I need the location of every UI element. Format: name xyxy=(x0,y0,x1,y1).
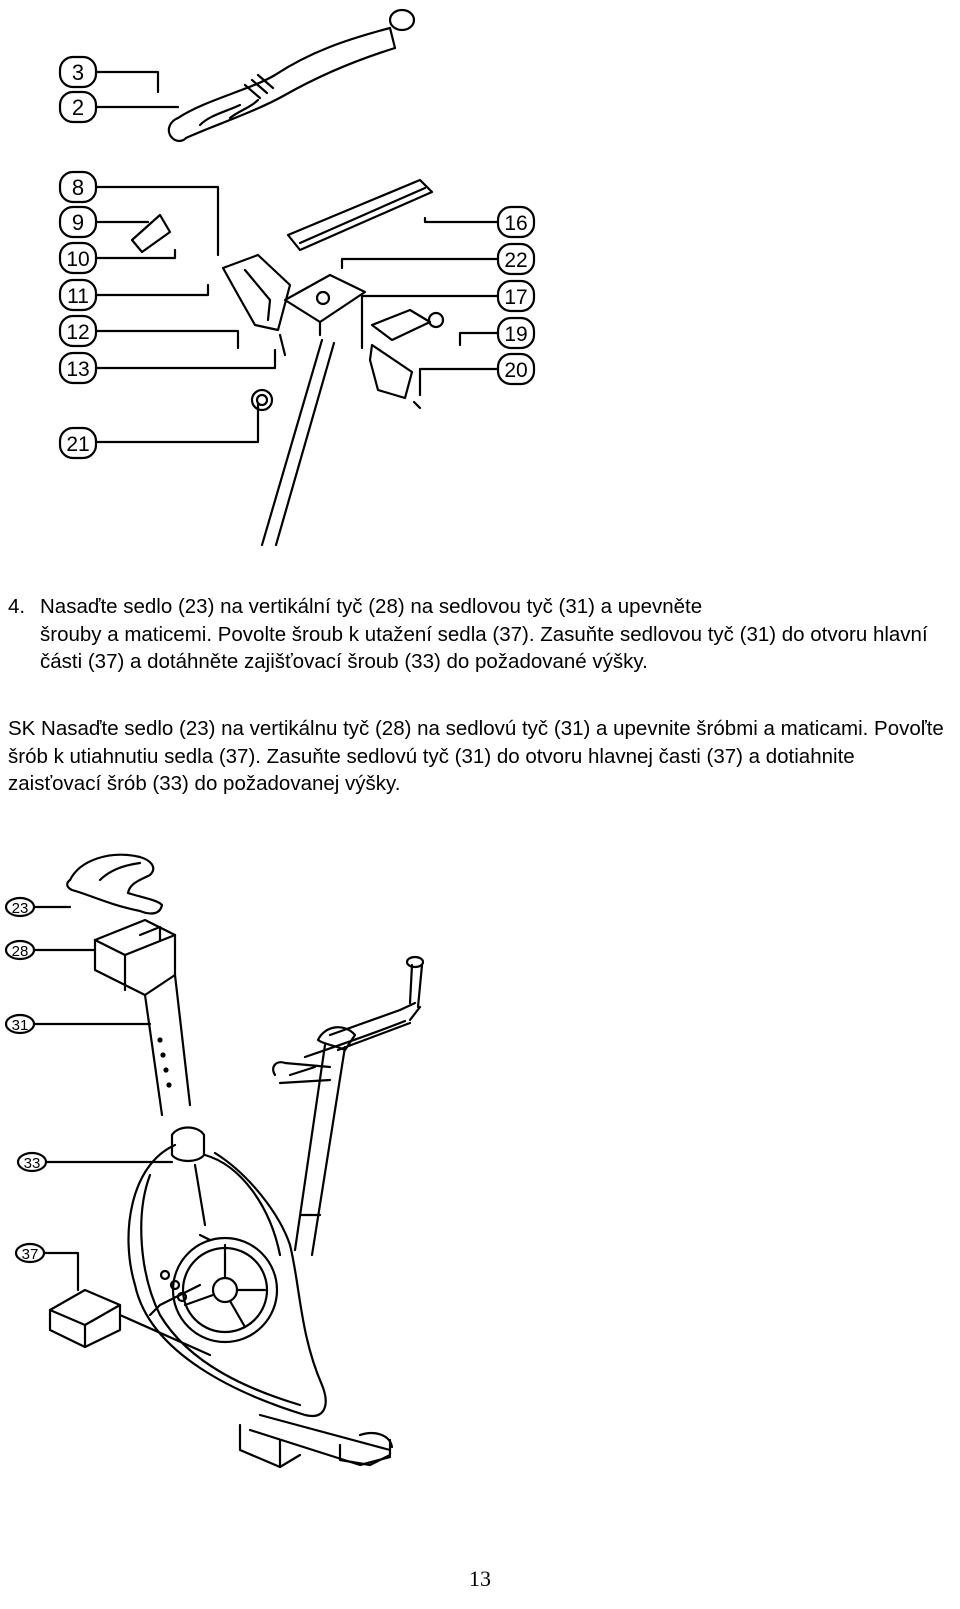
svg-text:20: 20 xyxy=(504,359,527,382)
svg-text:33: 33 xyxy=(24,1155,41,1172)
callout-33: 33 xyxy=(16,1151,174,1173)
callout-23: 23 xyxy=(4,896,72,918)
frame-body-drawing xyxy=(127,1143,327,1418)
callout-13: 13 xyxy=(58,348,277,385)
callout-9: 9 xyxy=(58,205,150,239)
svg-text:9: 9 xyxy=(72,210,84,235)
callout-28: 28 xyxy=(4,939,97,961)
callout-21: 21 xyxy=(58,403,260,460)
step-number: 4. xyxy=(8,595,26,618)
svg-text:19: 19 xyxy=(504,323,527,346)
svg-text:21: 21 xyxy=(66,433,89,456)
svg-text:37: 37 xyxy=(22,1246,39,1263)
callout-19: 19 xyxy=(458,316,536,350)
svg-text:17: 17 xyxy=(504,286,527,309)
rail-drawing xyxy=(286,178,434,252)
sensor-parts-drawing xyxy=(368,308,445,410)
seat-post-drawing xyxy=(93,918,206,1163)
seat-drawing xyxy=(66,853,164,915)
callout-3: 3 xyxy=(58,55,160,94)
callout-8: 8 xyxy=(58,170,220,257)
callout-10: 10 xyxy=(58,241,177,275)
svg-text:22: 22 xyxy=(504,249,527,272)
instruction-cz-rest: šrouby a maticemi. Povolte šroub k utaže… xyxy=(40,622,928,674)
svg-text:2: 2 xyxy=(72,95,84,120)
svg-text:12: 12 xyxy=(66,321,89,344)
instruction-cz: 4. Nasaďte sedlo (23) na vertikální tyč (… xyxy=(8,593,953,676)
callout-12: 12 xyxy=(58,314,240,350)
svg-text:31: 31 xyxy=(12,1017,29,1034)
handlebar-drawing xyxy=(167,8,416,143)
svg-text:28: 28 xyxy=(12,943,29,960)
callout-22: 22 xyxy=(340,242,536,276)
callout-11: 11 xyxy=(58,278,210,312)
bracket-drawing xyxy=(130,213,292,412)
exercise-bike-figure: 23 28 31 33 37 xyxy=(0,835,960,1555)
callout-2: 2 xyxy=(58,90,180,124)
console-plate-drawing xyxy=(283,273,367,337)
base-drawing xyxy=(48,1288,394,1469)
svg-text:13: 13 xyxy=(66,358,89,381)
callout-37: 37 xyxy=(14,1242,80,1292)
svg-text:23: 23 xyxy=(12,900,29,917)
svg-text:10: 10 xyxy=(66,248,89,271)
callout-17: 17 xyxy=(360,279,536,350)
handlebar-post-drawing xyxy=(272,955,425,1257)
callout-20: 20 xyxy=(418,352,536,397)
instruction-sk: SK Nasaďte sedlo (23) na vertikálnu tyč … xyxy=(8,717,944,795)
instruction-cz-line1: Nasaďte sedlo (23) na vertikální tyč (28… xyxy=(40,595,703,618)
svg-text:16: 16 xyxy=(504,212,527,235)
main-post-drawing xyxy=(260,338,336,547)
callout-16: 16 xyxy=(423,205,536,239)
svg-text:11: 11 xyxy=(67,285,89,308)
page-number: 13 xyxy=(469,1566,491,1591)
exploded-assembly-figure: 3 2 8 9 10 11 12 13 21 xyxy=(0,0,960,560)
callout-31: 31 xyxy=(4,1013,152,1035)
svg-text:8: 8 xyxy=(72,175,84,200)
svg-text:3: 3 xyxy=(72,60,84,85)
